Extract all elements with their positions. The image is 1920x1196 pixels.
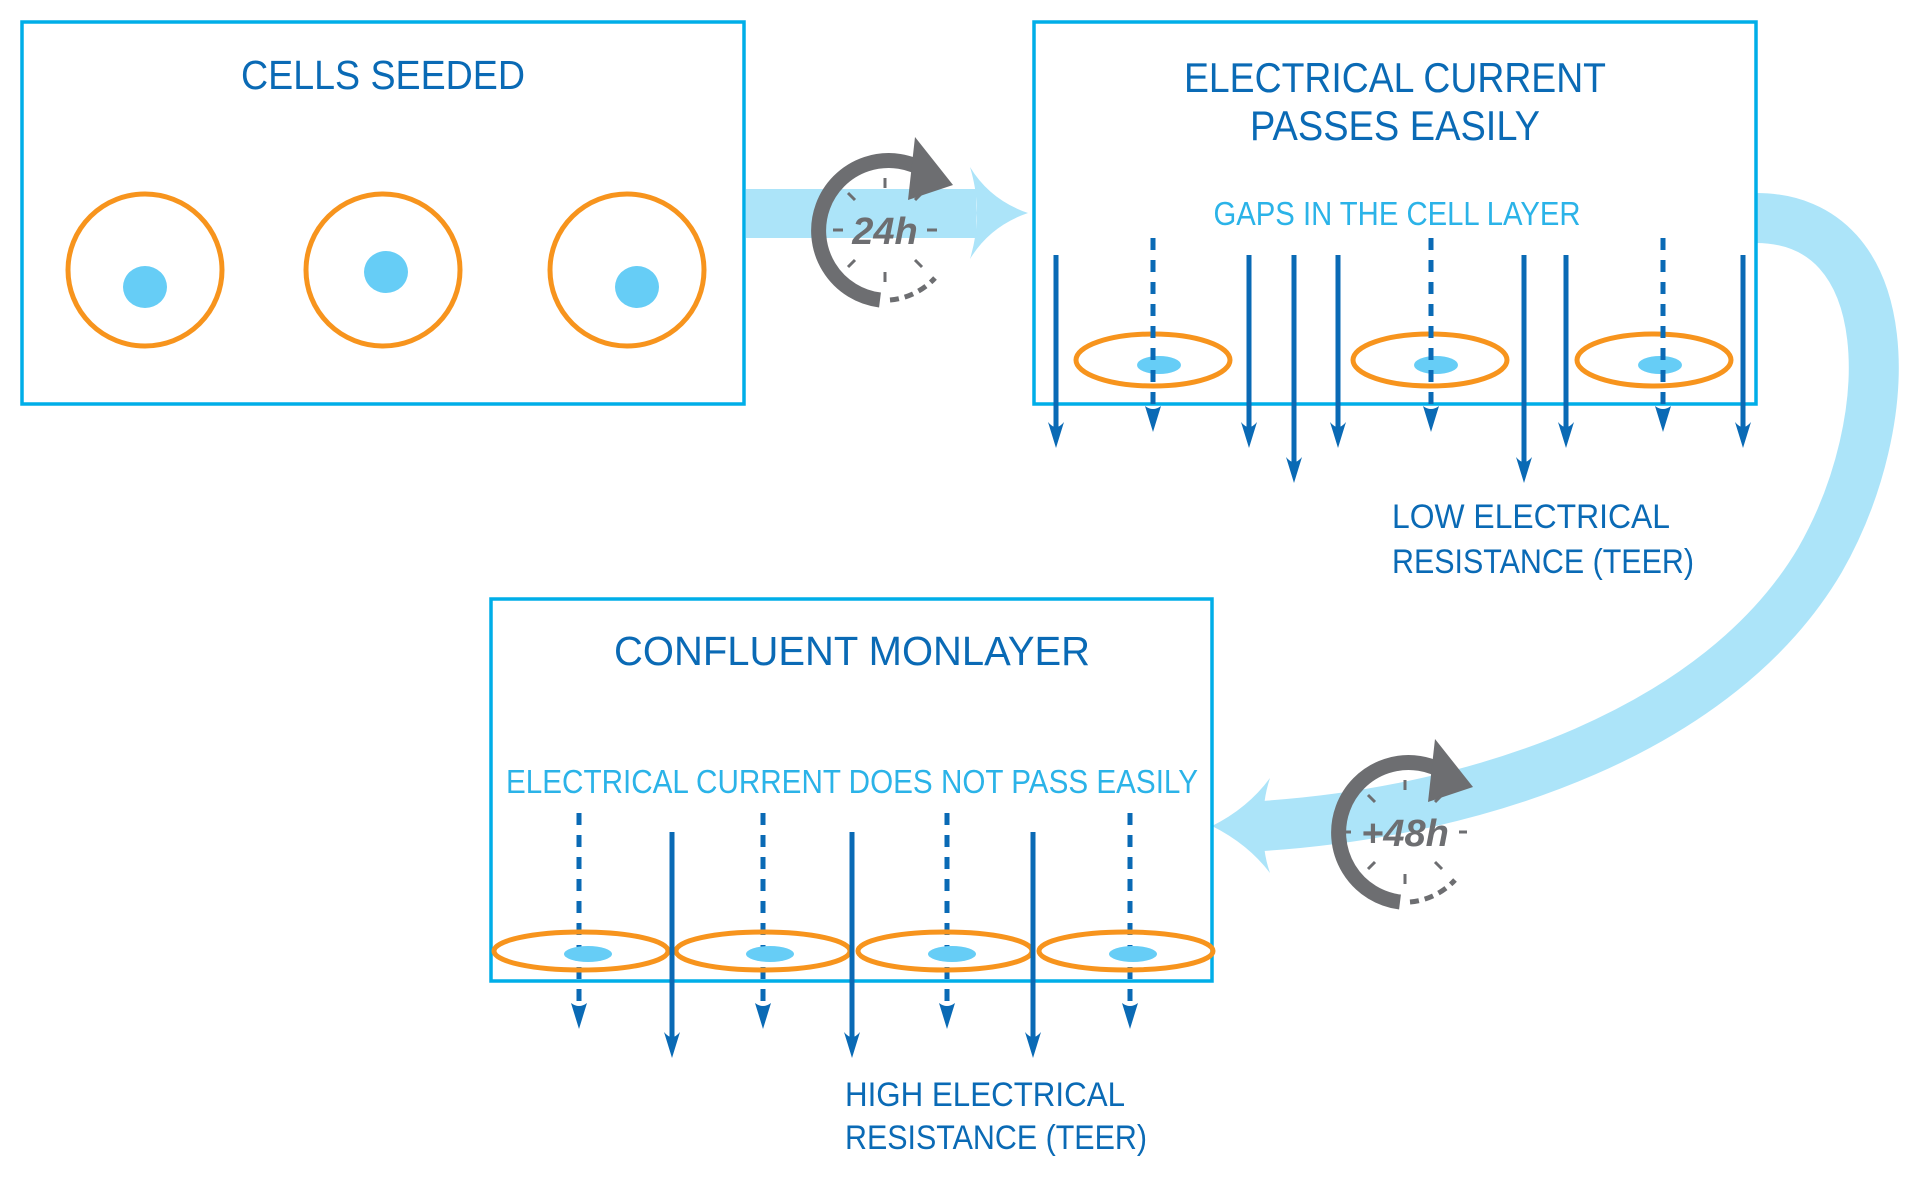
cell-nucleus: [1137, 356, 1181, 374]
arrow-head: [1330, 422, 1346, 448]
panel-confluent-monolayer: CONFLUENT MONLAYER ELECTRICAL CURRENT DO…: [489, 597, 1216, 1157]
caption-line1: LOW ELECTRICAL: [1392, 498, 1670, 536]
clock-24h: 24h: [811, 137, 953, 308]
clock-clockwise-icon: [811, 137, 953, 308]
arrow-head: [664, 1032, 680, 1058]
current-arrow-dashed: [939, 813, 955, 1029]
panel-border: [1032, 20, 1758, 406]
cell-membrane: [65, 191, 225, 349]
arrow-head: [939, 1003, 955, 1029]
clock-ticks: [833, 178, 937, 282]
cell: [547, 191, 707, 349]
current-arrows: [1048, 238, 1751, 483]
arrow-head: [1145, 406, 1161, 432]
clock-dashed-arc: [1409, 878, 1457, 905]
current-arrow-solid: [1286, 255, 1302, 483]
cell-membrane: [1036, 929, 1216, 973]
arrow-head: [1423, 406, 1439, 432]
cell-membrane: [303, 191, 463, 349]
cell: [1574, 331, 1734, 389]
cell-membrane: [491, 929, 671, 973]
flow-arrow-head: [970, 167, 1028, 259]
cell: [673, 929, 853, 973]
panel-title-line1: ELECTRICAL CURRENT: [1184, 54, 1606, 101]
current-arrow-solid: [1330, 255, 1346, 448]
cell: [855, 929, 1035, 973]
arrow-head: [844, 1032, 860, 1058]
clock-ticks: [1343, 780, 1467, 884]
arrow-head: [1122, 1003, 1138, 1029]
current-arrow-solid: [1241, 255, 1257, 448]
clock-arc: [1331, 755, 1452, 910]
cell: [303, 191, 463, 349]
flow-arrow-seeded-to-gaps: [746, 167, 1028, 259]
current-arrow-dashed: [1423, 238, 1439, 432]
panel-current-passes-easily: ELECTRICAL CURRENT PASSES EASILY GAPS IN…: [1032, 20, 1758, 581]
current-arrow-dashed: [755, 813, 771, 1029]
flow-arrow-curved-shaft: [1260, 193, 1899, 851]
panel-title: CELLS SEEDED: [241, 52, 525, 98]
current-arrow-solid: [1025, 832, 1041, 1058]
cell-nucleus: [123, 266, 167, 308]
cell: [491, 929, 671, 973]
arrow-head: [1735, 422, 1751, 448]
clock-arc: [811, 153, 932, 308]
current-arrow-solid: [1735, 255, 1751, 448]
transition-label: +48h: [1361, 813, 1449, 855]
cell-membrane: [1574, 331, 1734, 389]
panel-title: CONFLUENT MONLAYER: [614, 628, 1090, 674]
arrow-head: [1286, 457, 1302, 483]
cell-nucleus: [1109, 946, 1157, 962]
arrow-head: [571, 1003, 587, 1029]
flow-arrow-head: [1212, 778, 1270, 873]
current-arrow-dashed: [571, 813, 587, 1029]
cells-layer: [1073, 331, 1734, 389]
caption-line2: RESISTANCE (TEER): [845, 1119, 1147, 1157]
cell-nucleus: [564, 946, 612, 962]
cell: [1036, 929, 1216, 973]
current-arrow-solid: [1048, 255, 1064, 448]
arrow-head: [1558, 422, 1574, 448]
cell-nucleus: [746, 946, 794, 962]
panel-border: [20, 20, 746, 406]
flow-arrow-shaft: [746, 189, 976, 238]
cell-nucleus: [1638, 356, 1682, 374]
cell-nucleus: [364, 251, 408, 293]
panel-subtitle: GAPS IN THE CELL LAYER: [1214, 195, 1581, 232]
cell: [65, 191, 225, 349]
current-arrows-paracellular: [664, 832, 1041, 1058]
clock-clockwise-icon: [1331, 739, 1473, 910]
clock-arrowhead: [908, 137, 953, 200]
current-arrows-blocked: [571, 813, 1138, 1029]
panel-subtitle: ELECTRICAL CURRENT DOES NOT PASS EASILY: [506, 763, 1198, 800]
cell-nucleus: [928, 946, 976, 962]
current-arrow-dashed: [1122, 813, 1138, 1029]
clock-48h: +48h: [1331, 739, 1473, 910]
cell-nucleus: [615, 266, 659, 308]
arrow-head: [755, 1003, 771, 1029]
arrow-head: [1241, 422, 1257, 448]
clock-arrowhead: [1428, 739, 1473, 802]
cells-layer: [491, 929, 1216, 973]
current-arrow-solid: [844, 832, 860, 1058]
arrow-head: [1655, 406, 1671, 432]
caption-line2: RESISTANCE (TEER): [1392, 543, 1694, 581]
current-arrow-dashed: [1655, 238, 1671, 432]
arrow-head: [1025, 1032, 1041, 1058]
caption-line1: HIGH ELECTRICAL: [845, 1076, 1125, 1114]
cell-nucleus: [1414, 356, 1458, 374]
panel-cells-seeded: CELLS SEEDED: [20, 20, 746, 406]
current-arrow-solid: [1516, 255, 1532, 483]
arrow-head: [1516, 457, 1532, 483]
clock-dashed-arc: [889, 276, 937, 303]
cell-membrane: [547, 191, 707, 349]
panel-title-line2: PASSES EASILY: [1250, 102, 1540, 149]
current-arrow-solid: [664, 832, 680, 1058]
transition-label: 24h: [851, 211, 917, 253]
current-arrow-solid: [1558, 255, 1574, 448]
flow-arrow-gaps-to-monolayer: [1212, 193, 1899, 873]
arrow-head: [1048, 422, 1064, 448]
current-arrow-dashed: [1145, 238, 1161, 432]
